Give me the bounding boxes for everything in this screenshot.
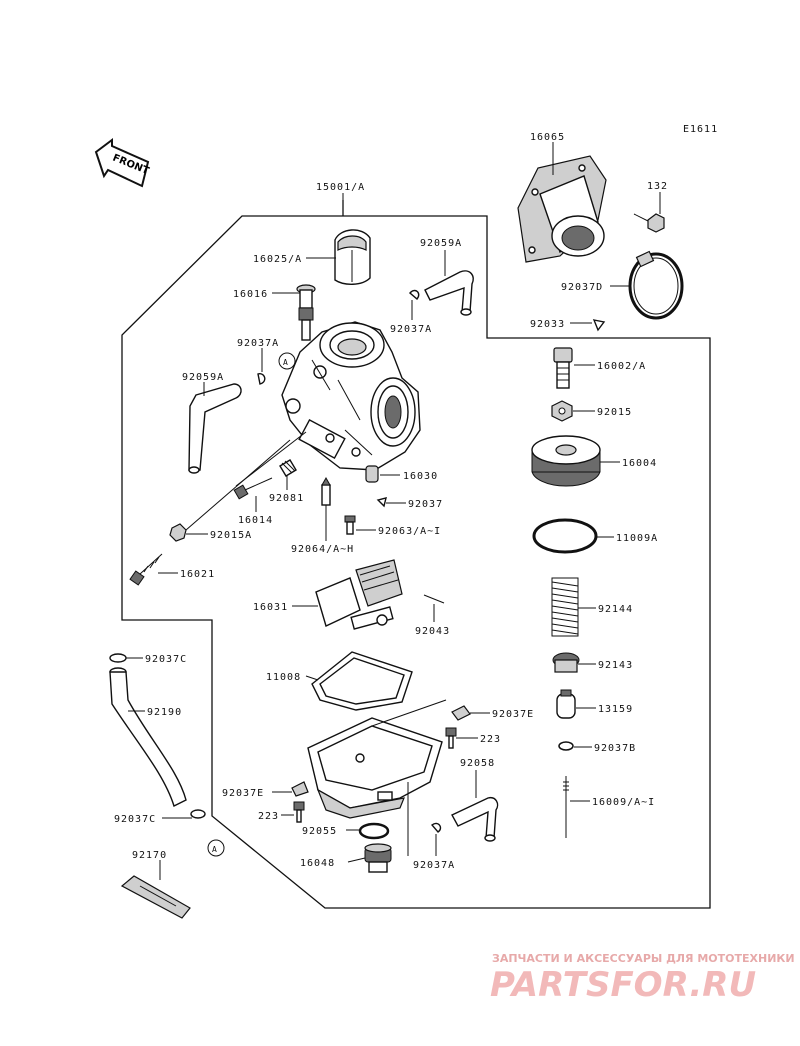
part-92059a-top [424, 270, 474, 316]
label-16009: 16009/A~I [592, 797, 655, 808]
clip-92037a-left [257, 373, 266, 385]
part-labels: 15001/A 16065 132 16025/A 92059A 92037D … [114, 132, 668, 871]
label-11008: 11008 [266, 672, 301, 683]
label-16031: 16031 [253, 602, 288, 613]
clip-92037e-right [451, 705, 471, 721]
label-16025: 16025/A [253, 254, 302, 265]
label-92037a-left: 92037A [237, 338, 279, 349]
label-132: 132 [647, 181, 668, 192]
part-16031 [315, 559, 403, 630]
label-92190: 92190 [147, 707, 182, 718]
label-92033: 92033 [530, 319, 565, 330]
label-92037e-right: 92037E [492, 709, 534, 720]
part-92190 [109, 667, 187, 807]
label-92059a-left: 92059A [182, 372, 224, 383]
part-92143 [552, 652, 580, 673]
label-223-left: 223 [258, 811, 279, 822]
label-92015a: 92015A [210, 530, 252, 541]
label-92037c-top: 92037C [145, 654, 187, 665]
label-16065: 16065 [530, 132, 565, 143]
part-13159 [556, 689, 576, 719]
part-92144 [551, 577, 579, 637]
label-92143: 92143 [598, 660, 633, 671]
label-92037e-left: 92037E [222, 788, 264, 799]
clip-92037a-bot [431, 822, 442, 833]
label-92055: 92055 [302, 826, 337, 837]
marker-a-top [278, 352, 296, 370]
label-16014: 16014 [238, 515, 273, 526]
watermark-brand: PARTSFOR.RU [490, 965, 756, 1005]
clip-92037c-top [109, 653, 127, 663]
clip-92037c-bot [190, 809, 206, 819]
part-16014 [233, 477, 273, 500]
part-11008 [311, 651, 413, 711]
part-16025 [334, 229, 371, 285]
label-16048: 16048 [300, 858, 335, 869]
watermark-tagline: ЗАПЧАСТИ И АКСЕССУАРЫ ДЛЯ МОТОТЕХНИКИ [492, 952, 795, 965]
label-92081: 92081 [269, 493, 304, 504]
part-92058 [451, 796, 499, 842]
part-16002 [553, 347, 573, 389]
part-92170 [120, 875, 191, 919]
watermark: ЗАПЧАСТИ И АКСЕССУАРЫ ДЛЯ МОТОТЕХНИКИ PA… [490, 952, 795, 1005]
label-223-right: 223 [480, 734, 501, 745]
label-16021: 16021 [180, 569, 215, 580]
part-92081 [279, 459, 297, 477]
clip-92037 [376, 497, 387, 508]
label-92037a-bot: 92037A [413, 860, 455, 871]
clip-92037a-mid [409, 289, 420, 300]
label-16016: 16016 [233, 289, 268, 300]
label-13159: 13159 [598, 704, 633, 715]
label-92059a-top: 92059A [420, 238, 462, 249]
label-92043: 92043 [415, 626, 450, 637]
part-16021 [129, 553, 163, 586]
screw-223-right [445, 727, 457, 749]
part-16048 [364, 843, 392, 873]
marker-a-bottom-label: A [212, 845, 218, 854]
part-132 [633, 213, 665, 233]
part-16065 [517, 155, 607, 263]
label-16004: 16004 [622, 458, 657, 469]
label-92015: 92015 [597, 407, 632, 418]
part-16016 [296, 284, 316, 341]
part-92037d [628, 250, 684, 320]
marker-a-bottom [207, 839, 225, 857]
label-92063: 92063/A~I [378, 526, 441, 537]
part-92037b [558, 741, 574, 751]
label-16002: 16002/A [597, 361, 646, 372]
label-92144: 92144 [598, 604, 633, 615]
front-arrow: FRONT [94, 138, 151, 188]
label-15001: 15001/A [316, 182, 365, 193]
label-11009a: 11009A [616, 533, 658, 544]
part-16004 [531, 435, 601, 487]
part-92059a-left [188, 383, 242, 474]
label-92037d: 92037D [561, 282, 603, 293]
label-92058: 92058 [460, 758, 495, 769]
part-16030 [365, 465, 379, 483]
part-92033 [592, 319, 606, 332]
part-16009 [563, 776, 569, 838]
assembly-frame [121, 200, 711, 909]
label-92037a-mid: 92037A [390, 324, 432, 335]
float-bowl [307, 717, 443, 819]
label-92037: 92037 [408, 499, 443, 510]
part-92015a [169, 523, 187, 542]
carburetor-body [281, 321, 421, 471]
part-92064 [321, 476, 331, 506]
leader-lines [126, 142, 661, 880]
label-16030: 16030 [403, 471, 438, 482]
label-92170: 92170 [132, 850, 167, 861]
part-92043 [423, 594, 445, 604]
part-92063 [344, 515, 356, 535]
screw-223-left [293, 801, 305, 823]
marker-a-top-label: A [283, 358, 289, 367]
part-92055 [358, 822, 390, 840]
label-92064: 92064/A~H [291, 544, 354, 555]
part-11009a [532, 518, 598, 554]
label-92037b: 92037B [594, 743, 636, 754]
clip-92037e-left [291, 781, 309, 797]
label-92037c-bot: 92037C [114, 814, 156, 825]
diagram-code: E1611 [683, 124, 718, 135]
